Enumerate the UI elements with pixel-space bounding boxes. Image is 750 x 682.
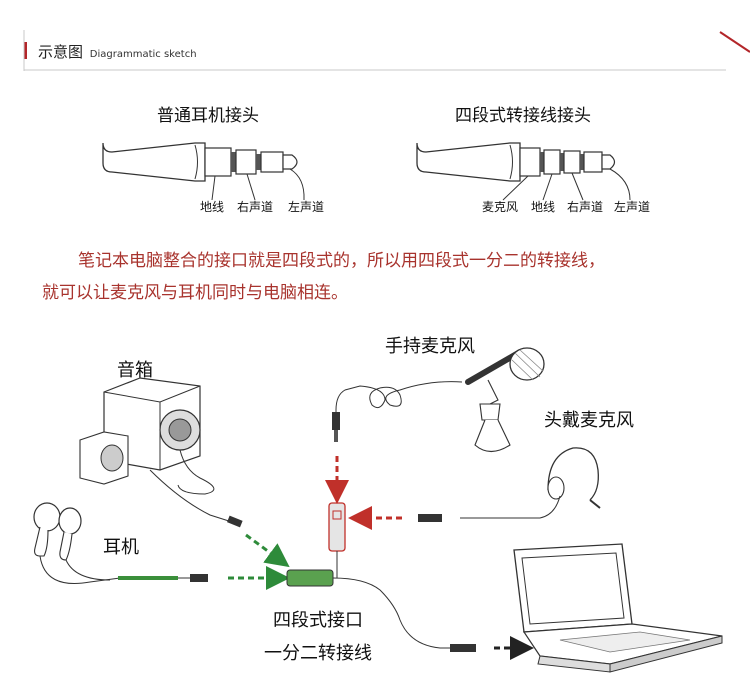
speaker-arrow bbox=[245, 533, 290, 568]
adapter-label-line-2: 一分二转接线 bbox=[264, 643, 372, 664]
header-accent-bar bbox=[24, 42, 27, 59]
standard-left-label: 左声道 bbox=[288, 199, 324, 214]
four-pole-plug: 四段式转接线接头 麦克风 地线 右声道 左声道 bbox=[416, 106, 650, 214]
speaker-label: 音箱 bbox=[117, 360, 153, 381]
description-line-1: 笔记本电脑整合的接口就是四段式的，所以用四段式一分二的转接线， bbox=[78, 251, 605, 271]
standard-plug-title: 普通耳机接头 bbox=[157, 106, 259, 126]
handheld-mic-icon bbox=[332, 347, 545, 453]
handheld-mic-label: 手持麦克风 bbox=[385, 336, 475, 357]
section-subtitle: Diagrammatic sketch bbox=[89, 49, 197, 60]
four-pole-ground-label: 地线 bbox=[531, 200, 555, 214]
standard-plug: 普通耳机接头 地线 右声道 左声道 bbox=[102, 106, 324, 214]
adapter-label-line-1: 四段式接口 bbox=[273, 610, 363, 631]
header-rule bbox=[23, 30, 750, 71]
four-pole-mic-label: 麦克风 bbox=[482, 200, 518, 214]
standard-right-label: 右声道 bbox=[237, 199, 273, 214]
section-title: 示意图 Diagrammatic sketch bbox=[38, 41, 197, 62]
section-title-text: 示意图 bbox=[38, 43, 84, 61]
description-line-2: 就可以让麦克风与耳机同时与电脑相连。 bbox=[42, 283, 348, 303]
adapter-cable bbox=[286, 502, 476, 652]
section-header: 示意图 Diagrammatic sketch bbox=[24, 30, 750, 70]
four-pole-plug-title: 四段式转接线接头 bbox=[455, 106, 591, 126]
earphone-label: 耳机 bbox=[103, 537, 139, 558]
four-pole-left-label: 左声道 bbox=[614, 199, 650, 214]
standard-ground-label: 地线 bbox=[200, 200, 224, 214]
laptop-icon bbox=[513, 543, 723, 673]
earphone-icon bbox=[33, 502, 208, 584]
speaker-icon bbox=[79, 377, 243, 528]
headset-mic-label: 头戴麦克风 bbox=[544, 410, 634, 431]
four-pole-right-label: 右声道 bbox=[567, 199, 603, 214]
headset-mic-icon bbox=[418, 447, 601, 522]
